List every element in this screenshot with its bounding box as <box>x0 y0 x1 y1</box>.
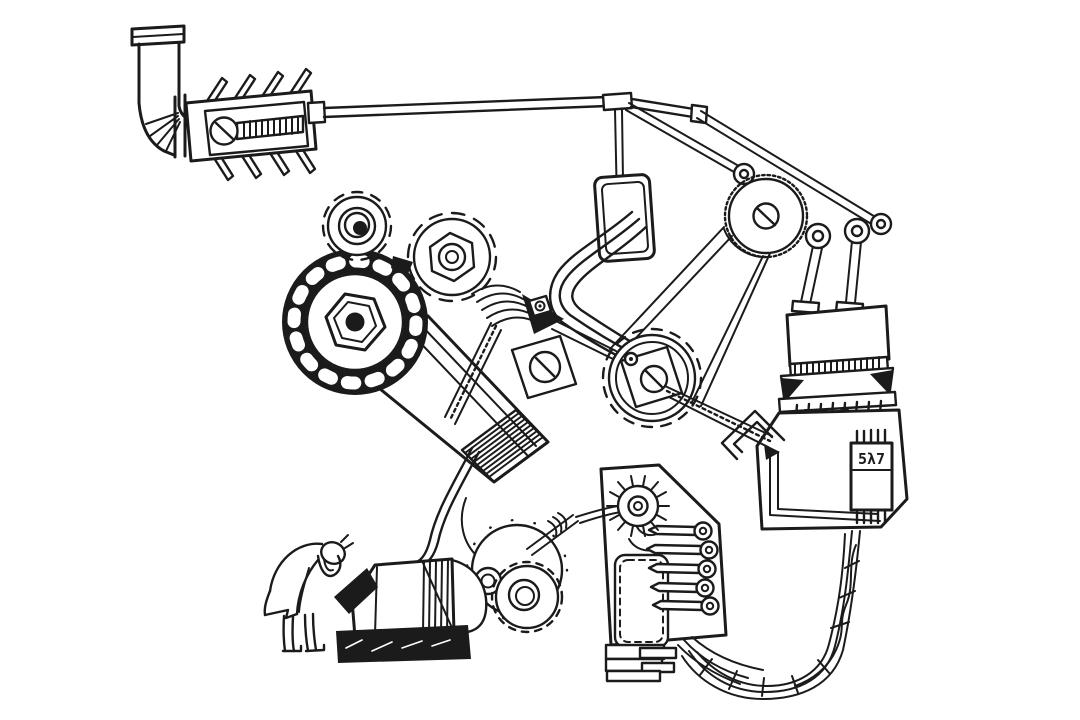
chip-pins-bottom <box>855 508 887 525</box>
small-ring-gear <box>321 190 413 276</box>
motor-ribs <box>422 559 449 634</box>
man-feet <box>281 643 326 653</box>
lead-screw <box>664 385 786 461</box>
man-legs <box>282 612 318 653</box>
scalloped-gear-pair <box>465 504 630 634</box>
toothed-pulley <box>723 173 809 259</box>
panel-wire-bundle <box>549 210 648 369</box>
transformer-stack <box>777 304 898 419</box>
man-back <box>268 542 324 593</box>
chip-pins-top <box>855 428 887 446</box>
black-wedge <box>334 568 378 614</box>
hatched-base <box>336 625 471 663</box>
clamp-bracket <box>720 409 786 461</box>
braid-twists <box>699 560 860 697</box>
circuit-box: 5λ7 <box>755 408 909 531</box>
elbow-fan-lines <box>145 112 181 152</box>
piston-screw <box>448 324 498 422</box>
terminal-block <box>184 67 327 182</box>
nut-gear <box>406 211 498 303</box>
man-hair <box>340 534 354 549</box>
chip-label: 5λ7 <box>858 450 885 468</box>
coarse-gear <box>601 327 703 429</box>
rod-collar <box>306 100 327 125</box>
terminal-lugs <box>645 521 720 616</box>
hunched-man <box>263 534 354 653</box>
shaft-to-gear <box>551 320 617 360</box>
notched-flywheel <box>282 249 428 395</box>
t-junction <box>601 91 634 112</box>
mesh-shadow <box>391 256 413 276</box>
drive-rod <box>322 91 709 253</box>
coat-hem <box>263 608 299 620</box>
engine-block <box>372 284 578 484</box>
plate-feet <box>604 643 678 683</box>
motor-box <box>334 557 488 663</box>
braided-cable <box>681 530 861 700</box>
man-arm <box>316 554 342 578</box>
plate-wires <box>677 636 764 685</box>
coil-wrap <box>547 512 568 537</box>
sunburst-gear <box>606 475 670 537</box>
transformer-core <box>785 304 891 368</box>
board-trace <box>769 449 881 522</box>
